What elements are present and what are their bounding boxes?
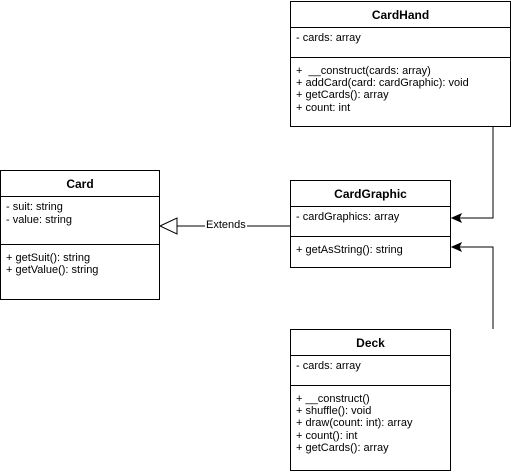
class-title: Deck — [291, 330, 450, 356]
method-line: + getCards(): array — [296, 441, 389, 454]
method-line: + getSuit(): string — [6, 252, 91, 264]
attribute-line: - value: string — [6, 214, 73, 226]
attributes-section: - cards: array — [291, 356, 450, 386]
class-cardhand[interactable]: CardHand - cards: array + __construct(ca… — [290, 1, 511, 127]
method-line: + getValue(): string — [6, 264, 99, 277]
class-card[interactable]: Card - suit: string - value: string + ge… — [0, 170, 160, 300]
attributes-section: - cards: array — [291, 28, 510, 58]
method-line: + __construct() — [296, 393, 370, 405]
attribute-line: - cards: array — [296, 32, 361, 44]
methods-section: + getAsString(): string — [291, 237, 450, 260]
method-line: + count: int — [296, 101, 351, 114]
class-title: CardHand — [291, 2, 510, 28]
attribute-line: - cards: array — [296, 360, 361, 372]
deck-to-cardgraphic-connector — [459, 246, 494, 329]
method-line: + draw(count: int): array — [296, 417, 413, 430]
class-cardgraphic[interactable]: CardGraphic - cardGraphics: array + getA… — [290, 180, 451, 268]
methods-section: + __construct() + shuffle(): void + draw… — [291, 386, 450, 458]
deck-connector-arrowhead — [450, 241, 463, 253]
extends-label: Extends — [205, 219, 247, 231]
method-line: + __construct(cards: array) — [296, 65, 431, 77]
method-line: + addCard(card: cardGraphic): void — [296, 77, 469, 90]
methods-section: + getSuit(): string + getValue(): string — [1, 245, 159, 280]
method-line: + getCards(): array — [296, 89, 389, 102]
class-title: Card — [1, 171, 159, 197]
method-line: + getAsString(): string — [296, 244, 403, 256]
attributes-section: - cardGraphics: array — [291, 207, 450, 237]
cardhand-to-cardgraphic-connector — [459, 127, 494, 219]
attributes-section: - suit: string - value: string — [1, 197, 159, 245]
cardhand-connector-arrowhead — [450, 212, 463, 224]
method-line: + count(): int — [296, 429, 358, 442]
methods-section: + __construct(cards: array) + addCard(ca… — [291, 58, 510, 118]
extends-arrowhead — [158, 217, 178, 235]
class-deck[interactable]: Deck - cards: array + __construct() + sh… — [290, 329, 451, 471]
method-line: + shuffle(): void — [296, 405, 372, 418]
attribute-line: - suit: string — [6, 201, 63, 213]
class-title: CardGraphic — [291, 181, 450, 207]
attribute-line: - cardGraphics: array — [296, 211, 400, 223]
